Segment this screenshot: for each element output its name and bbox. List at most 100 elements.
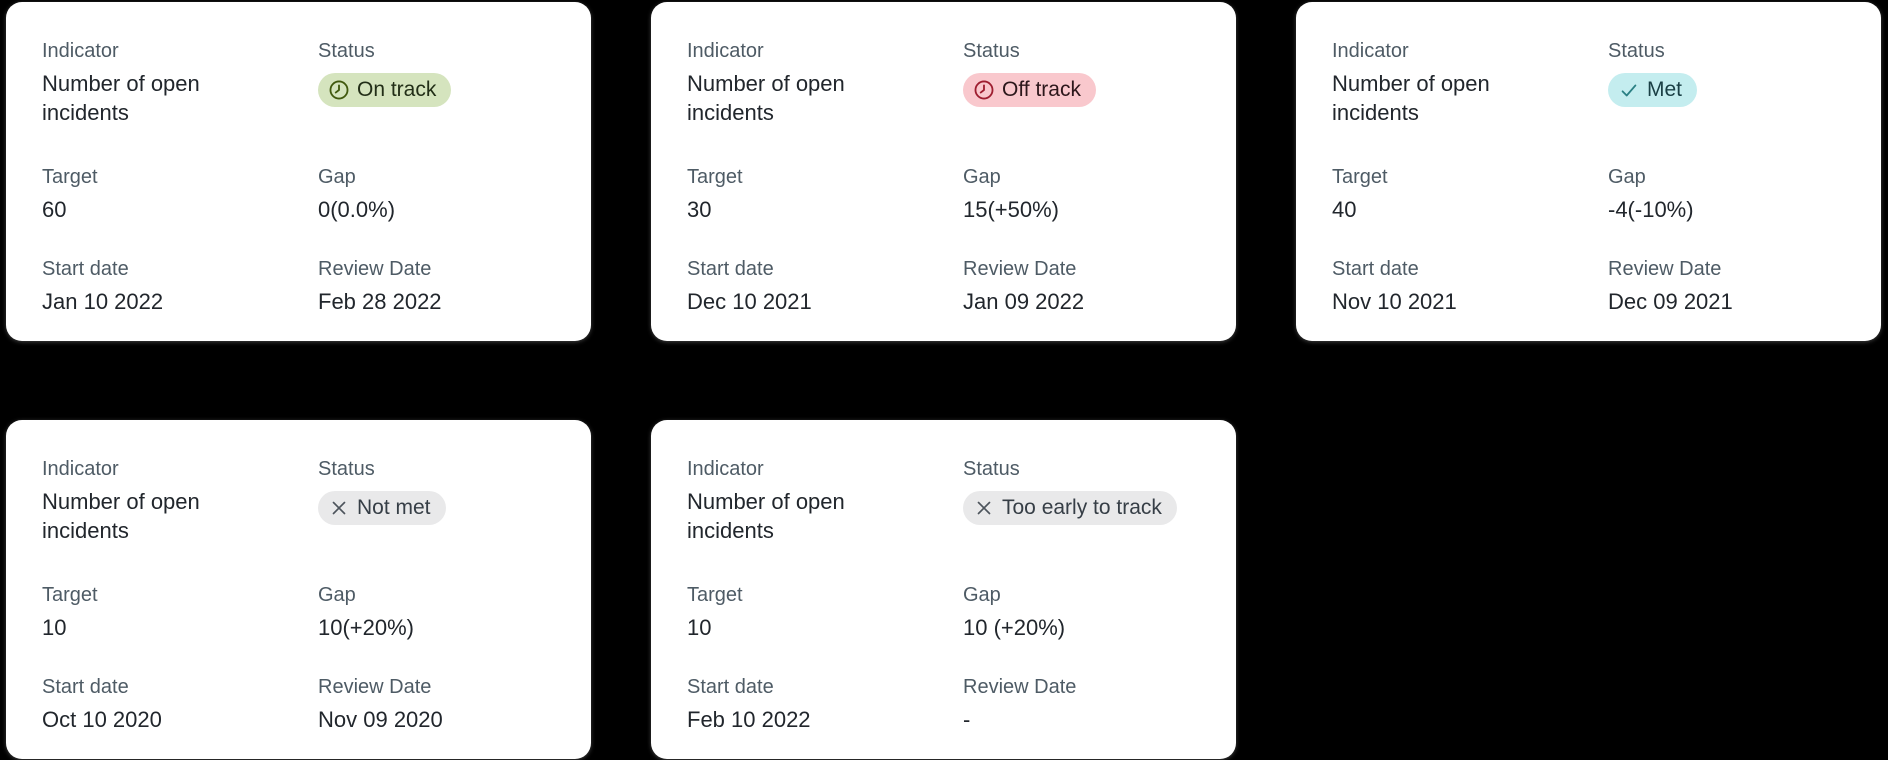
target-label: Target [687, 584, 743, 606]
status-field: Status Met [1608, 38, 1845, 164]
start-date-field: Start date Oct 10 2020 [42, 674, 318, 734]
status-field: Status Too early to track [963, 456, 1200, 582]
start-date-label: Start date [687, 258, 774, 280]
review-date-field: Review Date Nov 09 2020 [318, 674, 555, 734]
target-field: Target 30 [687, 164, 963, 256]
status-label: Status [963, 458, 1020, 480]
status-badge-label: Not met [357, 496, 431, 519]
review-date-label: Review Date [318, 676, 432, 698]
indicator-label: Indicator [42, 40, 119, 62]
gap-label: Gap [1608, 166, 1646, 188]
indicator-card: Indicator Number of open incidents Statu… [651, 2, 1236, 341]
target-value: 10 [42, 615, 67, 640]
status-badge: Too early to track [963, 491, 1177, 525]
gap-field: Gap 0(0.0%) [318, 164, 555, 256]
start-date-field: Start date Feb 10 2022 [687, 674, 963, 734]
start-date-value: Nov 10 2021 [1332, 289, 1457, 314]
gap-label: Gap [963, 584, 1001, 606]
gap-value: 10(+20%) [318, 615, 415, 640]
review-date-value: Jan 09 2022 [963, 289, 1085, 314]
x-icon [977, 501, 991, 515]
target-field: Target 40 [1332, 164, 1608, 256]
gap-field: Gap 10 (+20%) [963, 582, 1200, 674]
gap-field: Gap 15(+50%) [963, 164, 1200, 256]
review-date-field: Review Date Feb 28 2022 [318, 256, 555, 316]
start-date-field: Start date Dec 10 2021 [687, 256, 963, 316]
review-date-label: Review Date [963, 676, 1077, 698]
status-badge: On track [318, 73, 452, 107]
start-date-value: Feb 10 2022 [687, 707, 811, 732]
status-field: Status Off track [963, 38, 1200, 164]
review-date-field: Review Date Jan 09 2022 [963, 256, 1200, 316]
status-label: Status [963, 40, 1020, 62]
gap-value: -4(-10%) [1608, 197, 1694, 222]
indicator-label: Indicator [687, 458, 764, 480]
review-date-value: Nov 09 2020 [318, 707, 443, 732]
status-label: Status [1608, 40, 1665, 62]
indicator-value: Number of open incidents [42, 71, 200, 125]
status-badge: Off track [963, 73, 1096, 107]
indicator-card: Indicator Number of open incidents Statu… [6, 2, 591, 341]
indicator-field: Indicator Number of open incidents [1332, 38, 1608, 164]
indicator-label: Indicator [1332, 40, 1409, 62]
status-label: Status [318, 40, 375, 62]
indicator-label: Indicator [687, 40, 764, 62]
indicator-field: Indicator Number of open incidents [687, 38, 963, 164]
target-label: Target [42, 166, 98, 188]
status-field: Status On track [318, 38, 555, 164]
indicator-value: Number of open incidents [687, 71, 845, 125]
indicator-value: Number of open incidents [687, 489, 845, 543]
start-date-label: Start date [42, 676, 129, 698]
review-date-field: Review Date Dec 09 2021 [1608, 256, 1845, 316]
gap-label: Gap [318, 166, 356, 188]
status-field: Status Not met [318, 456, 555, 582]
target-value: 30 [687, 197, 712, 222]
review-date-value: - [963, 707, 971, 732]
target-field: Target 10 [42, 582, 318, 674]
target-value: 10 [687, 615, 712, 640]
target-label: Target [1332, 166, 1388, 188]
target-field: Target 60 [42, 164, 318, 256]
review-date-value: Dec 09 2021 [1608, 289, 1733, 314]
review-date-label: Review Date [1608, 258, 1722, 280]
indicator-field: Indicator Number of open incidents [687, 456, 963, 582]
gap-field: Gap 10(+20%) [318, 582, 555, 674]
gap-label: Gap [318, 584, 356, 606]
start-date-value: Jan 10 2022 [42, 289, 164, 314]
review-date-label: Review Date [963, 258, 1077, 280]
start-date-label: Start date [42, 258, 129, 280]
start-date-field: Start date Nov 10 2021 [1332, 256, 1608, 316]
target-field: Target 10 [687, 582, 963, 674]
start-date-label: Start date [1332, 258, 1419, 280]
indicator-value: Number of open incidents [42, 489, 200, 543]
indicator-field: Indicator Number of open incidents [42, 456, 318, 582]
review-date-label: Review Date [318, 258, 432, 280]
status-badge: Not met [318, 491, 446, 525]
indicator-cards-grid: Indicator Number of open incidents Statu… [6, 2, 1881, 759]
start-date-label: Start date [687, 676, 774, 698]
gap-field: Gap -4(-10%) [1608, 164, 1845, 256]
clock-icon [329, 80, 349, 100]
gap-value: 0(0.0%) [318, 197, 396, 222]
indicator-value: Number of open incidents [1332, 71, 1490, 125]
gap-value: 15(+50%) [963, 197, 1060, 222]
gap-label: Gap [963, 166, 1001, 188]
status-badge-label: On track [357, 78, 437, 101]
x-icon [332, 501, 346, 515]
review-date-value: Feb 28 2022 [318, 289, 442, 314]
indicator-card: Indicator Number of open incidents Statu… [6, 420, 591, 759]
status-badge-label: Too early to track [1002, 496, 1162, 519]
status-badge-label: Met [1647, 78, 1683, 101]
indicator-label: Indicator [42, 458, 119, 480]
start-date-value: Dec 10 2021 [687, 289, 812, 314]
status-badge-label: Off track [1002, 78, 1081, 101]
start-date-field: Start date Jan 10 2022 [42, 256, 318, 316]
target-label: Target [687, 166, 743, 188]
target-value: 60 [42, 197, 67, 222]
indicator-card: Indicator Number of open incidents Statu… [651, 420, 1236, 759]
indicator-field: Indicator Number of open incidents [42, 38, 318, 164]
status-badge: Met [1608, 73, 1698, 107]
clock-icon [974, 80, 994, 100]
gap-value: 10 (+20%) [963, 615, 1066, 640]
review-date-field: Review Date - [963, 674, 1200, 734]
